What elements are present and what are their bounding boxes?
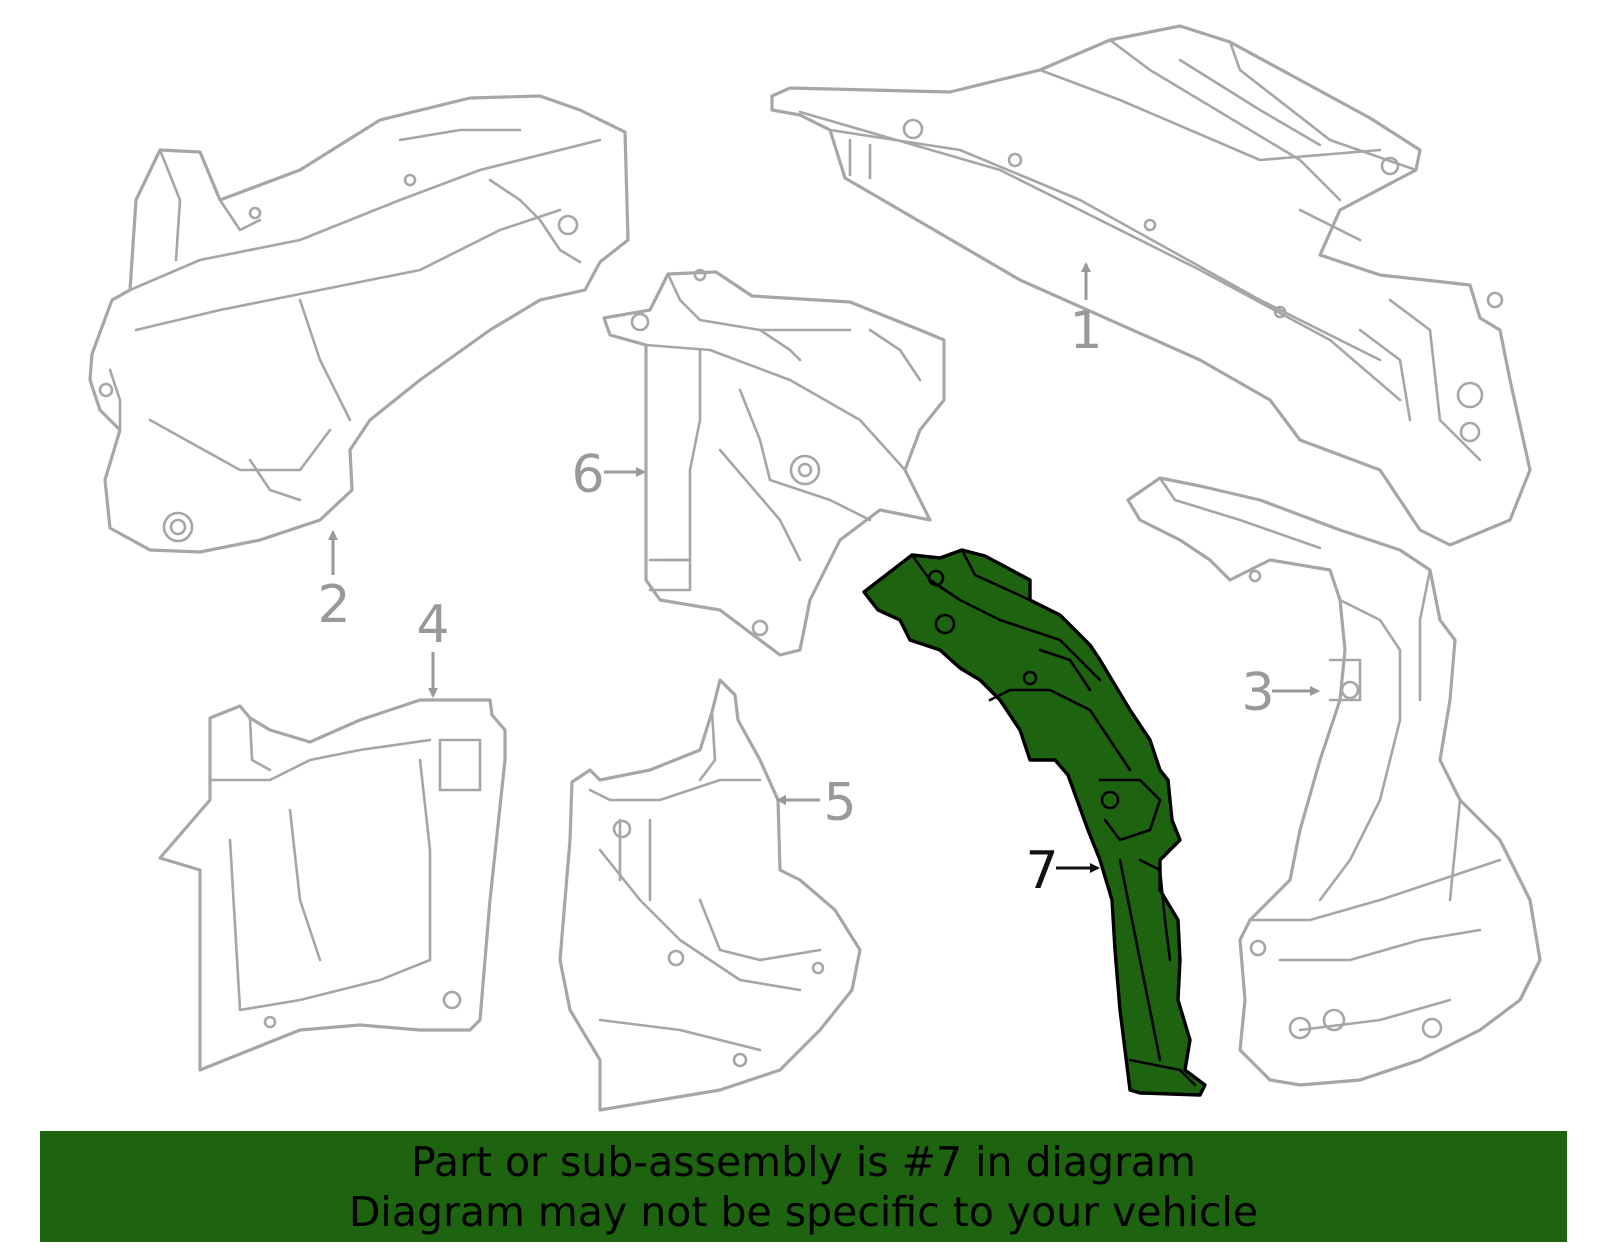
callout-6-label: 6: [571, 445, 604, 505]
callout-7-label: 7: [1025, 841, 1058, 901]
part-4-shield: [158, 698, 507, 1072]
callout-1-label: 1: [1069, 301, 1102, 361]
part-6-bracket: [602, 268, 946, 657]
part-2-apron: [88, 94, 630, 554]
part-7-highlighted-brace: [862, 548, 1207, 1097]
callout-5: 5: [776, 773, 857, 833]
part-3-wheelhouse: [1126, 476, 1542, 1087]
callout-3: 3: [1241, 663, 1320, 723]
callout-7: 7: [1025, 841, 1100, 901]
callout-3-label: 3: [1241, 663, 1274, 723]
part-1-upper-crossmember: [770, 24, 1532, 547]
callout-4: 4: [416, 595, 450, 698]
callout-1: 1: [1069, 262, 1103, 361]
part-5-shield: [558, 678, 862, 1112]
banner-part-line: Part or sub-assembly is #7 in diagram: [411, 1137, 1196, 1186]
parts-diagram: 1 2 3 4 5 6 7: [88, 24, 1542, 1112]
banner-disclaimer-line: Diagram may not be specific to your vehi…: [348, 1187, 1259, 1236]
callout-2: 2: [317, 530, 351, 635]
info-banner: Part or sub-assembly is #7 in diagram Di…: [40, 1131, 1567, 1242]
callout-6: 6: [571, 445, 646, 505]
callout-4-label: 4: [416, 595, 449, 655]
callout-2-label: 2: [317, 575, 350, 635]
callout-5-label: 5: [823, 773, 856, 833]
